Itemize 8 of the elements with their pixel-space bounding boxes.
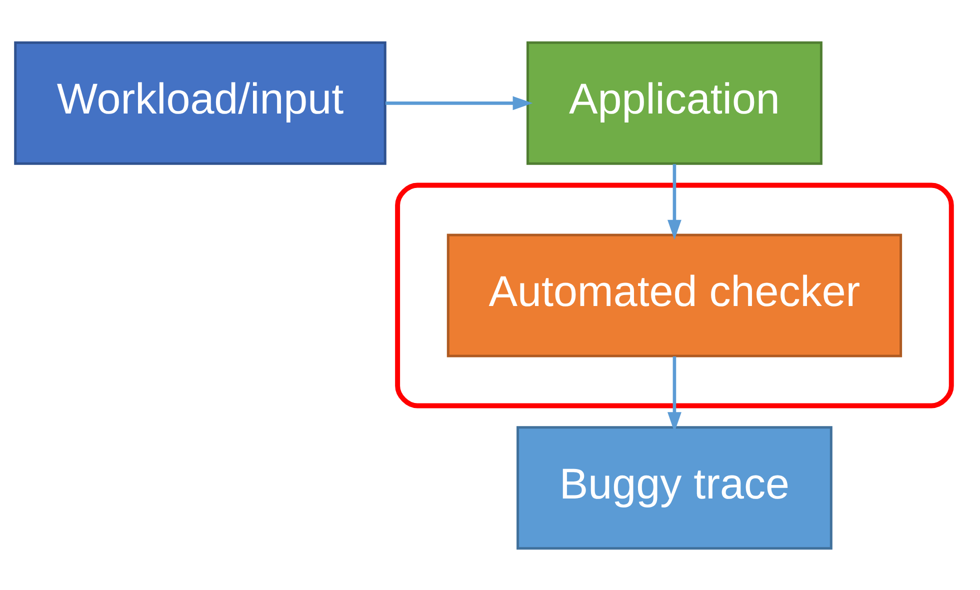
node-box: Application (526, 40, 822, 164)
arrow (667, 356, 682, 432)
node-box: Buggy trace (516, 426, 832, 550)
arrow (667, 164, 682, 240)
cluster (395, 182, 954, 408)
node-box: Automated checker (446, 233, 902, 357)
node-box: Workload/input (14, 40, 386, 164)
arrow (385, 96, 533, 110)
